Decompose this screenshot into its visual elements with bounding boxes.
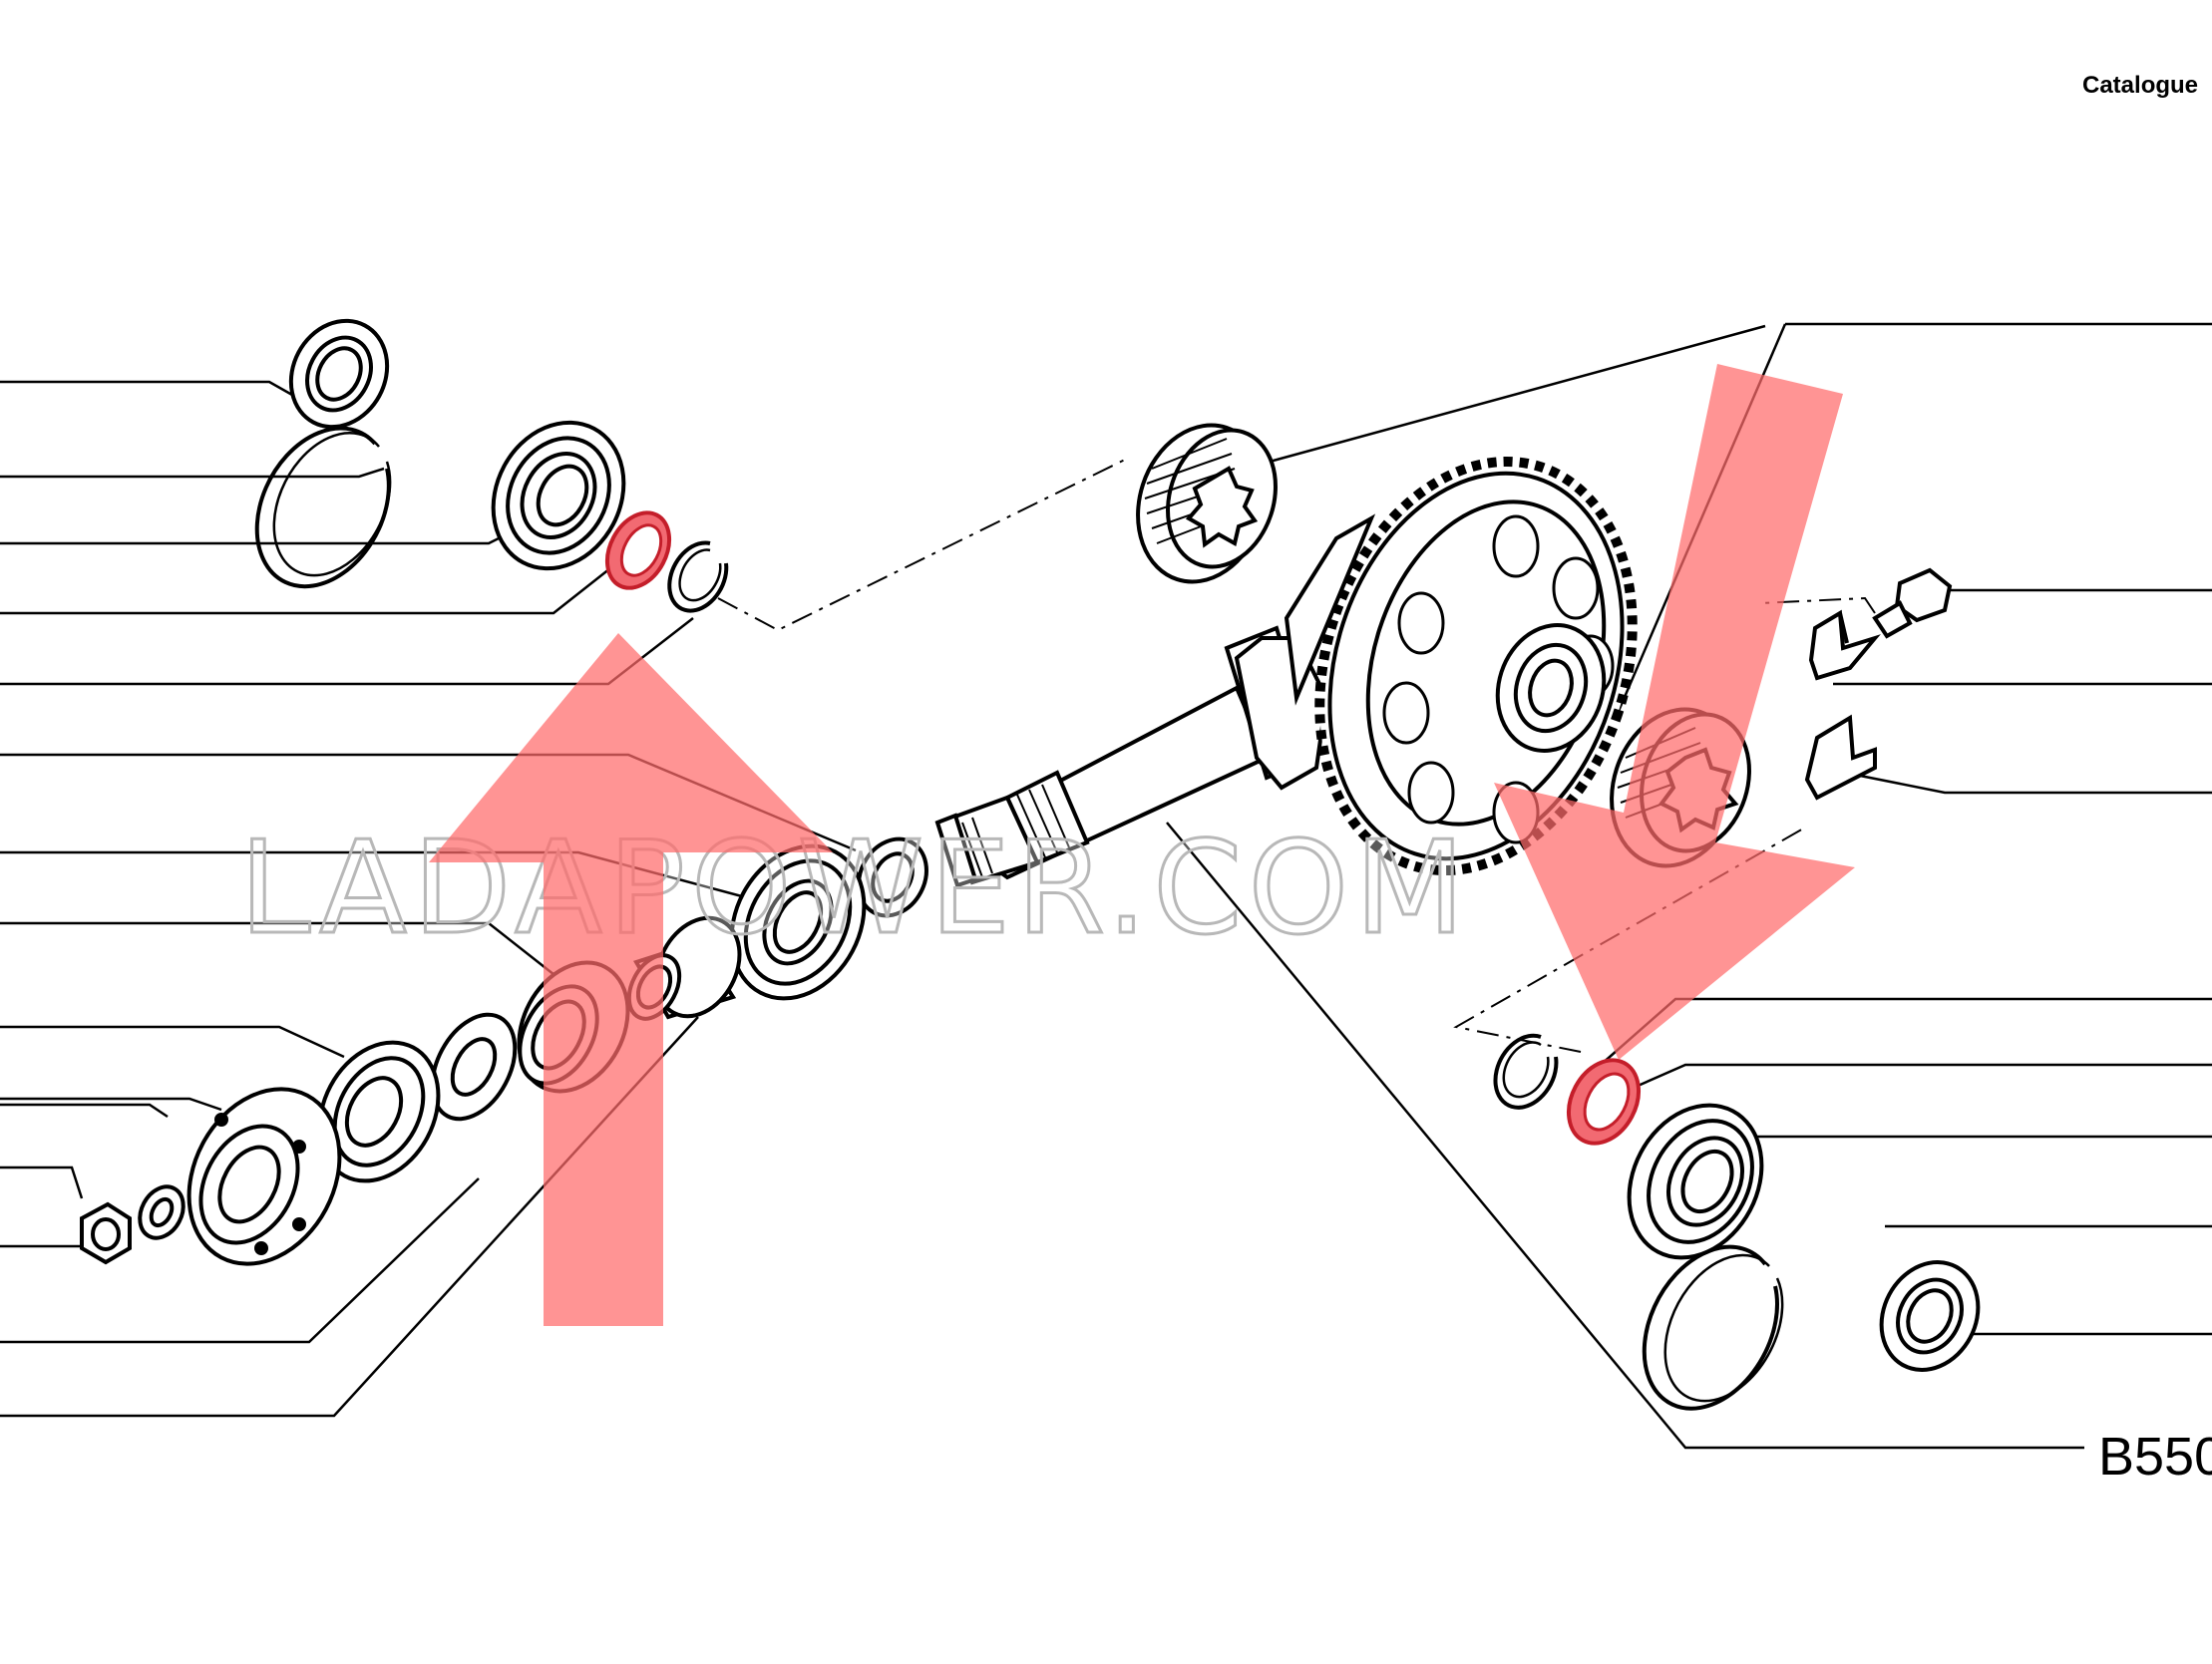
diff-hub-bearing [1495,623,1607,753]
axis-left-ring [717,458,1128,632]
left-bearing-top [491,420,626,571]
leader-right-1 [1269,324,1766,464]
left-flange [186,1087,342,1266]
right-bearing [1627,1103,1764,1260]
left-oil-seal-lower [317,1040,441,1183]
left-parts [80,318,928,1266]
lock-plate-lower [1804,714,1877,801]
ring-gear [1284,456,1638,876]
watermark-text: LADAPOWER.COM [239,815,1471,963]
left-pinion-bearing [729,843,867,1001]
leader-left-9 [0,1025,345,1059]
left-washer-small [138,1184,185,1240]
left-washer-lower [857,836,928,918]
left-washer-mid [430,1012,518,1122]
catalogue-label: Catalogue [2082,72,2199,99]
right-oil-seal [1879,1260,1981,1372]
leader-left-2 [0,467,385,479]
lock-plate-upper [1808,609,1881,681]
figure-code: B550 [2098,1427,2212,1487]
down-arrow [1494,364,1855,1060]
left-adjusting-ring [604,510,672,590]
right-snap-ring-small [1493,1033,1559,1110]
right-parts [1493,1033,1981,1411]
leader-left-4 [0,567,611,615]
leader-left-15 [0,1103,169,1119]
left-snap-ring-small [667,540,729,613]
leader-right-12 [1166,822,2084,1450]
lock-bolt [1872,567,1953,639]
pinion-shaft [934,625,1329,888]
axis-bolt [1759,596,1876,614]
leader-left-1 [0,380,300,401]
right-adjusting-ring [1566,1058,1642,1146]
leader-right-7 [1600,997,2212,1066]
leader-left-13 [0,1177,480,1344]
right-snap-ring-large [1642,1244,1784,1411]
leader-left-11 [0,1165,84,1199]
left-snap-ring-large [254,426,392,589]
leader-right-6 [1844,771,2212,795]
up-arrow [429,633,833,1326]
left-nut [80,1201,132,1265]
left-oil-seal-top [288,318,390,430]
leader-right-8 [1635,1063,2212,1089]
leader-left-10 [0,1097,222,1112]
leader-left-8 [0,921,564,983]
upper-bearing-nut [1136,423,1278,584]
